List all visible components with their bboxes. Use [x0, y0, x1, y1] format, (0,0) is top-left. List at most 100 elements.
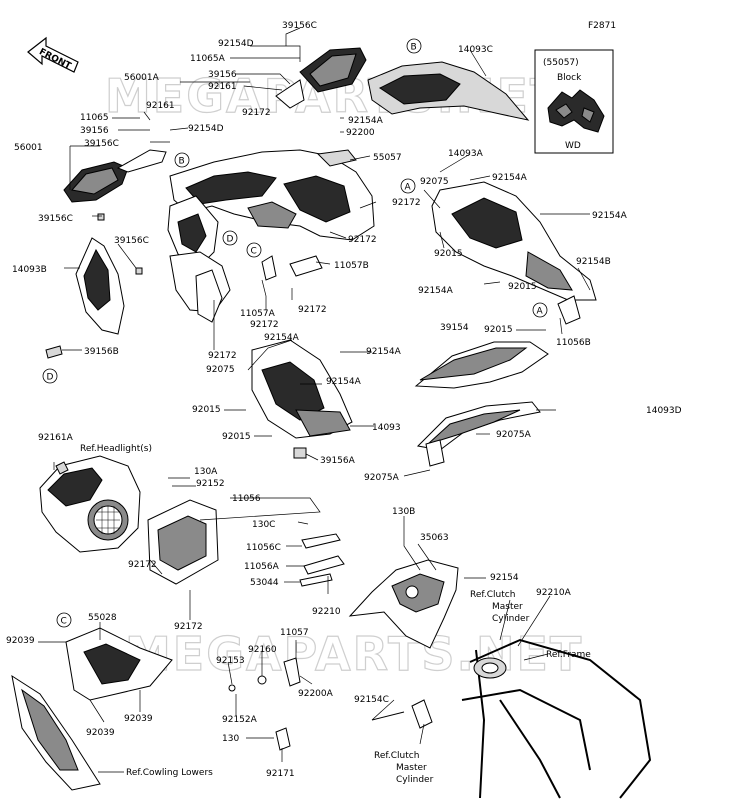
callout-D-left: D [42, 368, 58, 384]
label-92039: 92039 [86, 728, 115, 738]
label-39156: 39156 [80, 126, 109, 136]
label-39156C: 39156C [38, 214, 73, 224]
label-39154: 39154 [440, 323, 469, 333]
label-92075: 92075 [206, 365, 235, 375]
label-14093A: 14093A [448, 149, 484, 159]
label-92015: 92015 [508, 282, 537, 292]
label-92152: 92152 [196, 479, 225, 489]
watermark-bottom: MEGAPARTS.NET [125, 627, 583, 681]
label-11057: 11057 [280, 628, 309, 638]
ref-headlight: Ref.Headlight(s) [80, 444, 152, 454]
bracket-11056B [557, 295, 581, 325]
label-92039: 92039 [6, 636, 35, 646]
label-130C: 130C [252, 520, 275, 530]
label-92015: 92015 [484, 325, 513, 335]
label-92172: 92172 [392, 198, 421, 208]
label-92154D: 92154D [218, 39, 254, 49]
svg-text:D: D [227, 235, 234, 245]
label-130B: 130B [392, 507, 415, 517]
callout-A-mid: A [400, 178, 416, 194]
label-11056: 11056 [232, 494, 261, 504]
label-92015: 92015 [434, 249, 463, 259]
figure-id: F2871 [588, 21, 616, 31]
svg-text:A: A [537, 307, 544, 317]
headlight [39, 455, 141, 553]
label-11056B: 11056B [556, 338, 591, 348]
svg-text:B: B [411, 43, 417, 53]
label-14093D: 14093D [646, 406, 682, 416]
label-92154A: 92154A [366, 347, 402, 357]
label-92200A: 92200A [298, 689, 334, 699]
label-39156: 39156 [208, 70, 237, 80]
label-92154A: 92154A [326, 377, 362, 387]
callout-A-right: A [532, 302, 548, 318]
inset-block: (55057) Block WD [534, 49, 614, 154]
label-14093B: 14093B [12, 265, 47, 275]
label-55057: 55057 [373, 153, 402, 163]
label-92154A: 92154A [418, 286, 454, 296]
frame [461, 638, 652, 799]
label-92154B: 92154B [576, 257, 611, 267]
label-35063: 35063 [420, 533, 449, 543]
label-130: 130 [222, 734, 239, 744]
label-56001A: 56001A [124, 73, 160, 83]
label-53044: 53044 [250, 578, 279, 588]
label-92172: 92172 [348, 235, 377, 245]
label-92015: 92015 [192, 405, 221, 415]
label-11056C: 11056C [246, 543, 281, 553]
label-92171: 92171 [266, 769, 295, 779]
label-11065A: 11065A [190, 54, 226, 64]
label-92172: 92172 [208, 351, 237, 361]
front-arrow-icon: FRONT [27, 36, 79, 73]
ref-frame: Ref.Frame [546, 650, 591, 660]
label-92172: 92172 [128, 560, 157, 570]
label-39156C: 39156C [114, 236, 149, 246]
label-55028: 55028 [88, 613, 117, 623]
callout-C-bottom: C [56, 612, 72, 628]
svg-text:A: A [405, 183, 412, 193]
inset-variant: WD [565, 141, 581, 151]
svg-text:C: C [251, 247, 257, 257]
label-92154: 92154 [490, 573, 519, 583]
label-39156C: 39156C [282, 21, 317, 31]
bracket-11057A [261, 255, 277, 281]
ref-clutch-master-cylinder: Ref.Clutch [470, 590, 515, 600]
label-92075: 92075 [420, 177, 449, 187]
label-92075A: 92075A [496, 430, 532, 440]
label-56001: 56001 [14, 143, 43, 153]
label-92154A: 92154A [592, 211, 628, 221]
svg-text:B: B [179, 157, 185, 167]
label-11065: 11065 [80, 113, 109, 123]
label-92154A: 92154A [264, 333, 300, 343]
label-92172: 92172 [298, 305, 327, 315]
ref-clutch-master-cylinder-2: Ref.Clutch [374, 751, 419, 761]
label-92161A: 92161A [38, 433, 74, 443]
callout-D-mid: D [222, 230, 238, 246]
label-92075A: 92075A [364, 473, 400, 483]
ref-clutch-master-cylinder-2: Cylinder [396, 775, 434, 785]
label-11056A: 11056A [244, 562, 280, 572]
leader-lines [38, 27, 591, 773]
label-92160: 92160 [248, 645, 277, 655]
label-39156B: 39156B [84, 347, 119, 357]
label-92200: 92200 [346, 128, 375, 138]
label-92172: 92172 [242, 108, 271, 118]
label-11057A: 11057A [240, 309, 276, 319]
label-92154A: 92154A [492, 173, 528, 183]
callout-C-mid: C [246, 242, 262, 258]
label-39156C: 39156C [84, 139, 119, 149]
label-39156A: 39156A [320, 456, 356, 466]
ref-clutch-master-cylinder-2: Master [396, 763, 427, 773]
label-14093: 14093 [372, 423, 401, 433]
label-92172: 92172 [250, 320, 279, 330]
label-92153: 92153 [216, 656, 245, 666]
label-92210: 92210 [312, 607, 341, 617]
label-92210A: 92210A [536, 588, 572, 598]
label-92161: 92161 [146, 101, 175, 111]
callout-B-mid: B [174, 152, 190, 168]
label-92154D: 92154D [188, 124, 224, 134]
ref-clutch-master-cylinder: Cylinder [492, 614, 530, 624]
label-92172: 92172 [174, 622, 203, 632]
label-11057B: 11057B [334, 261, 369, 271]
